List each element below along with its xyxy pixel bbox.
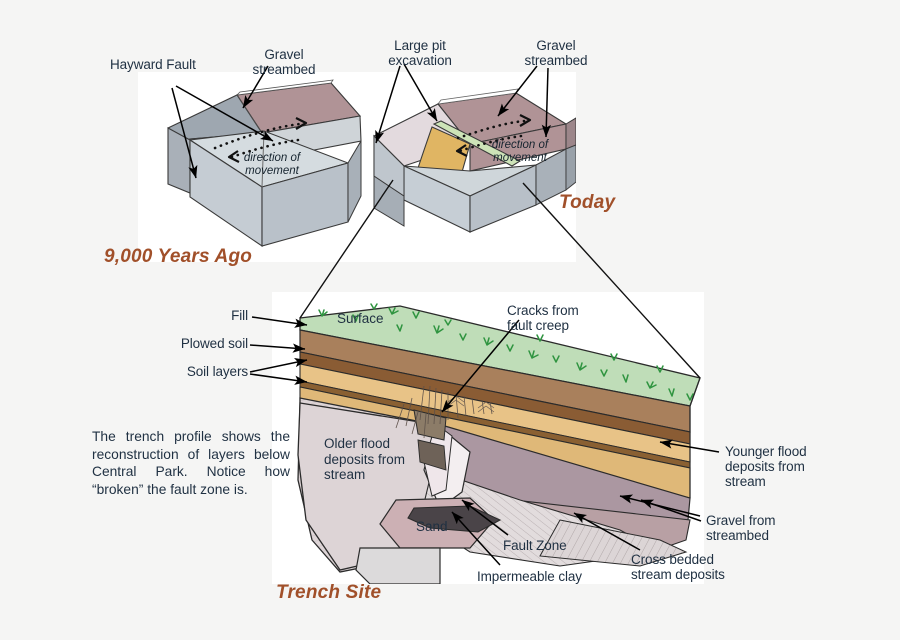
connector-lines: [299, 179, 701, 379]
label-gravel-streambed-past: Gravel streambed: [252, 47, 316, 77]
title-today: Today: [559, 192, 616, 213]
label-direction-of-movement-today: direction of movement: [491, 139, 549, 164]
label-surface: Surface: [337, 311, 384, 326]
label-hayward-fault: Hayward Fault: [110, 57, 196, 72]
label-older-flood-deposits: Older flood deposits from stream: [324, 436, 406, 482]
label-cracks-from-fault-creep: Cracks from fault creep: [507, 303, 579, 333]
label-direction-of-movement-past: direction of movement: [243, 152, 301, 177]
title-9000-years-ago: 9,000 Years Ago: [104, 246, 253, 267]
label-large-pit-excavation: Large pit excavation: [388, 38, 452, 68]
label-plowed-soil: Plowed soil: [180, 336, 248, 351]
label-fill: Fill: [231, 308, 248, 323]
label-younger-flood-deposits: Younger flood deposits from stream: [725, 444, 807, 489]
label-soil-layers: Soil layers: [186, 364, 248, 379]
label-sand: Sand: [416, 519, 448, 534]
label-cross-bedded-stream-deposits: Cross bedded stream deposits: [631, 552, 725, 582]
title-trench-site: Trench Site: [276, 582, 382, 603]
label-fault-zone: Fault Zone: [503, 538, 567, 553]
trench-caption-text: The trench profile shows the reconstruct…: [92, 429, 290, 497]
label-gravel-streambed-today: Gravel streambed: [524, 38, 588, 68]
today-block-diagram: [373, 88, 576, 233]
trench-block-diagram: [297, 303, 701, 584]
label-impermeable-clay: Impermeable clay: [477, 569, 582, 584]
leader-arrows: [171, 63, 720, 566]
label-gravel-from-streambed: Gravel from streambed: [706, 513, 776, 543]
